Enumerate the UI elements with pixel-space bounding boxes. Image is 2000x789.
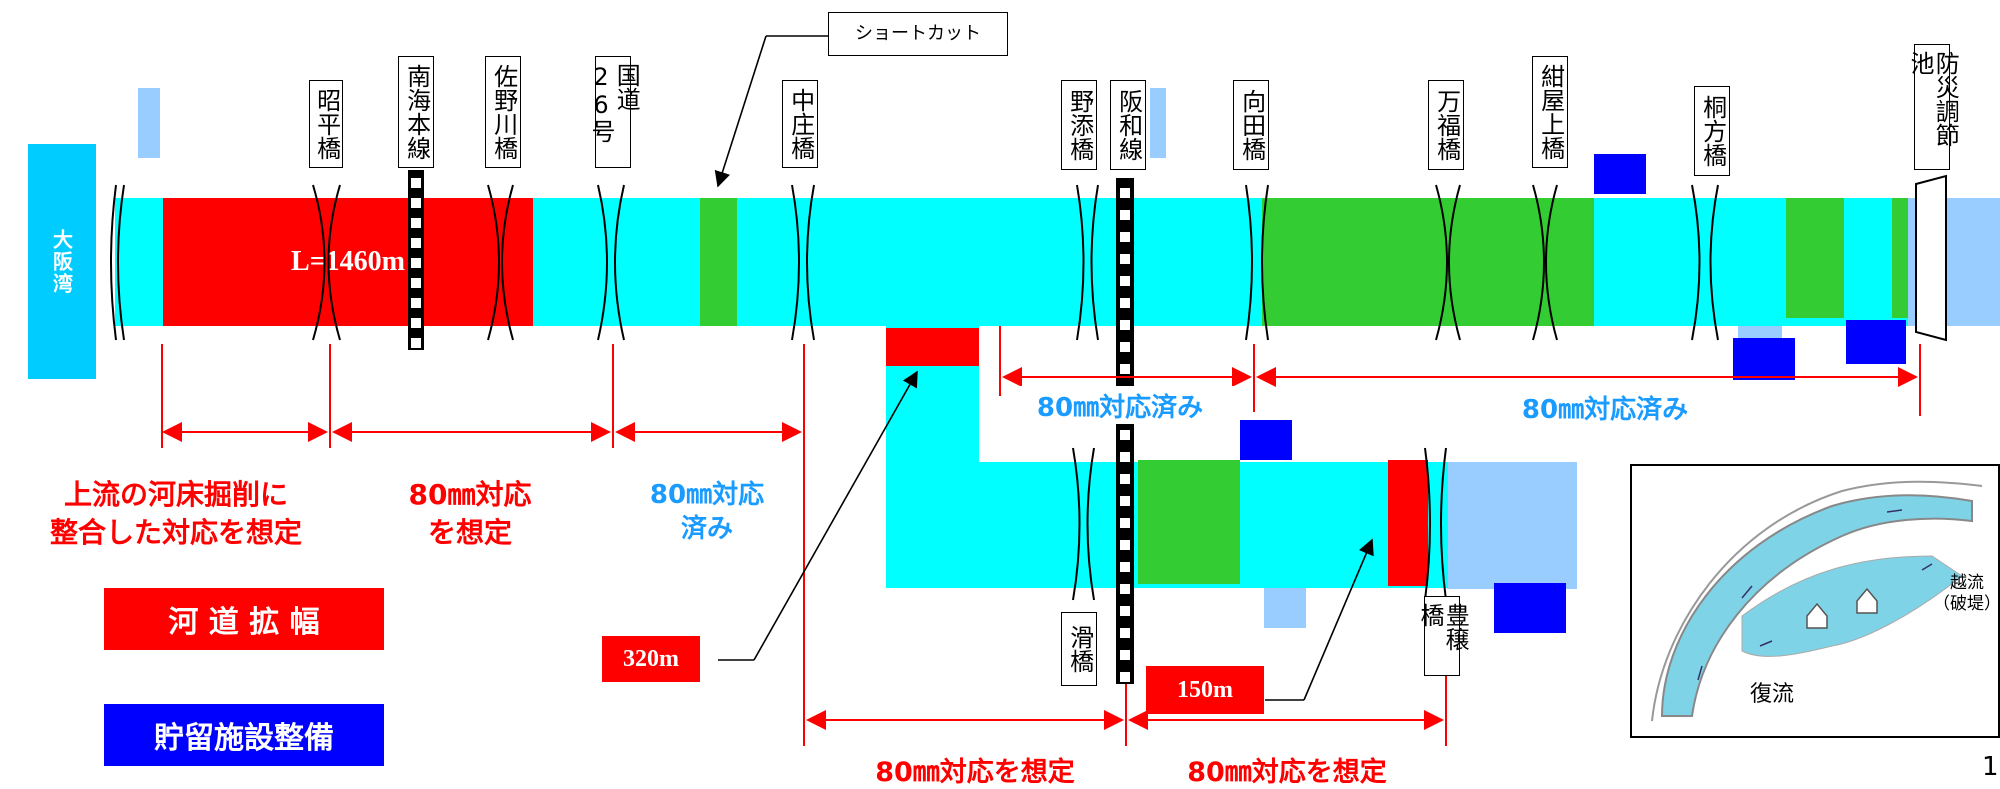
assume-line1: 80㎜対応 xyxy=(408,478,532,512)
bridge-label-houjou: 豊穣橋 xyxy=(1416,596,1469,676)
shortcut-text: ショートカット xyxy=(855,22,981,44)
bridge-label-shohei: 昭平橋 xyxy=(309,80,343,168)
done-block xyxy=(1786,198,1844,318)
storage-block xyxy=(1494,583,1566,633)
done-block xyxy=(1262,198,1594,326)
bottom-right-label: 80㎜対応を想定 xyxy=(1187,756,1387,788)
bridge-label-manpuku: 万福橋 xyxy=(1428,80,1464,170)
inset-river-illustration xyxy=(1651,480,1983,722)
bridge-label-nankai: 南海本線 xyxy=(398,56,434,168)
upstream-line2: 整合した対応を想定 xyxy=(49,516,302,549)
bottom-left-label: 80㎜対応を想定 xyxy=(875,756,1075,788)
widening-block-150 xyxy=(1388,460,1428,586)
bridge-label-nozoe: 野添橋 xyxy=(1061,80,1097,170)
storage-block xyxy=(1594,154,1646,194)
done-label-upper-right: 80㎜対応済み xyxy=(1521,394,1689,425)
light-block xyxy=(138,88,160,158)
upstream-note: 上流の河床掘削に 整合した対応を想定 xyxy=(6,468,346,560)
page-number: 1 xyxy=(1982,752,1999,782)
bridge-label-route26: 国道26号 xyxy=(587,56,640,168)
bridge-label-konya: 紺屋上橋 xyxy=(1532,56,1568,168)
assume-note: 80㎜対応 を想定 xyxy=(360,468,580,560)
done-label-left: 80㎜対応 済み xyxy=(612,470,802,556)
done-block xyxy=(700,198,737,326)
inset-overflow: 越流 xyxy=(1950,572,1984,593)
done-left-line1: 80㎜対応 xyxy=(649,480,765,511)
legend-storage: 貯留施設整備 xyxy=(104,704,384,766)
inset-breach: （破堤） xyxy=(1933,594,2000,614)
osaka-bay: 大阪湾 xyxy=(28,144,96,379)
inset-overflow-illustration: 越流 （破堤） 復流 xyxy=(1630,464,2000,738)
bridge-label-mukaida: 向田橋 xyxy=(1233,80,1269,170)
widening-block-1460: L=1460m xyxy=(163,198,533,326)
length-150-box: 150m xyxy=(1146,666,1264,714)
upstream-line1: 上流の河床掘削に xyxy=(63,478,288,512)
bridge-label-hanwa: 阪和線 xyxy=(1110,80,1146,170)
assume-line2: を想定 xyxy=(427,516,512,549)
legend-widening: 河 道 拡 幅 xyxy=(104,588,384,650)
shortcut-label: ショートカット xyxy=(828,12,1008,56)
legend-widening-label: 河 道 拡 幅 xyxy=(168,605,320,640)
done-label-upper-mid: 80㎜対応済み xyxy=(1004,386,1236,424)
done-left-line2: 済み xyxy=(680,514,733,544)
length-1460-label: L=1460m xyxy=(291,246,405,277)
length-320-label: 320m xyxy=(623,645,679,672)
length-320-box: 320m xyxy=(602,636,700,682)
length-150-label: 150m xyxy=(1177,676,1233,703)
inset-overflow-text: 越流 （破堤） xyxy=(1932,566,2000,622)
done-block xyxy=(1138,460,1240,584)
widening-block-320 xyxy=(886,328,979,366)
bridge-label-nakasho: 中庄橋 xyxy=(782,80,818,168)
storage-block xyxy=(1846,320,1906,364)
bridge-label-kirikata: 桐方橋 xyxy=(1694,86,1730,176)
inset-backflow-text: 復流 xyxy=(1750,682,1795,707)
bridge-label-nameri: 滑橋 xyxy=(1061,612,1097,686)
light-block xyxy=(1264,588,1306,628)
light-block xyxy=(1150,88,1166,158)
bridge-label-sanogawa: 佐野川橋 xyxy=(485,56,521,168)
storage-block xyxy=(1240,420,1292,460)
done-block xyxy=(1892,198,1908,318)
bridge-label-bousai: 防災調節池 xyxy=(1906,44,1959,170)
light-block xyxy=(1447,462,1577,589)
light-block xyxy=(1738,326,1782,340)
legend-storage-label: 貯留施設整備 xyxy=(154,721,334,756)
